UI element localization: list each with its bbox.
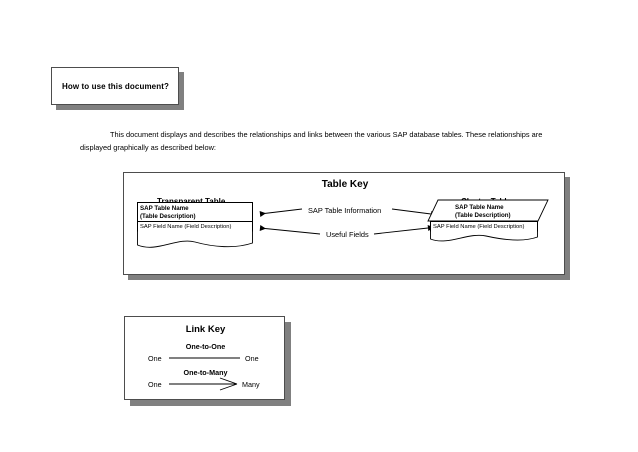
transparent-table-torn-edge	[137, 231, 253, 248]
relation-one-to-many-title: One-to-Many	[183, 368, 228, 377]
transparent-table-name: SAP Table Name	[140, 205, 189, 212]
howto-box-label: How to use this document?	[62, 82, 169, 91]
cluster-table-description: (Table Description)	[455, 212, 511, 219]
relation-one-to-one-left-cardinality: One	[148, 354, 162, 363]
link-key-title: Link Key	[185, 324, 226, 335]
connector-label-useful-fields: Useful Fields	[323, 230, 372, 239]
transparent-table-graphic: SAP Table Name (Table Description) SAP F…	[137, 202, 253, 249]
transparent-table-heading: Transparent Table	[157, 197, 225, 206]
transparent-table-description: (Table Description)	[140, 213, 196, 220]
cluster-table-shape	[427, 199, 549, 222]
transparent-table-header: SAP Table Name (Table Description)	[137, 202, 253, 222]
cluster-table-name: SAP Table Name	[455, 204, 504, 211]
relation-one-to-one-title: One-to-One	[185, 342, 226, 351]
connector-label-sap-table-information: SAP Table Information	[305, 206, 385, 215]
howto-box: How to use this document?	[51, 67, 179, 105]
transparent-table-field-text: SAP Field Name (Field Description)	[140, 223, 232, 230]
link-key-panel: Link Key One-to-One One One One-to-Many …	[124, 316, 285, 400]
cluster-table-field-text: SAP Field Name (Field Description)	[433, 223, 525, 230]
cluster-table-torn-edge	[430, 231, 538, 242]
relation-one-to-one-right-cardinality: One	[245, 354, 259, 363]
table-key-panel: Table Key Transparent Table Cluster Tabl…	[123, 172, 565, 275]
table-key-title: Table Key	[321, 179, 369, 190]
relation-one-to-many-right-cardinality: Many	[242, 380, 260, 389]
cluster-table-graphic: SAP Table Name (Table Description) SAP F…	[427, 198, 549, 248]
intro-paragraph: This document displays and describes the…	[80, 130, 543, 152]
relation-one-to-many-left-cardinality: One	[148, 380, 162, 389]
